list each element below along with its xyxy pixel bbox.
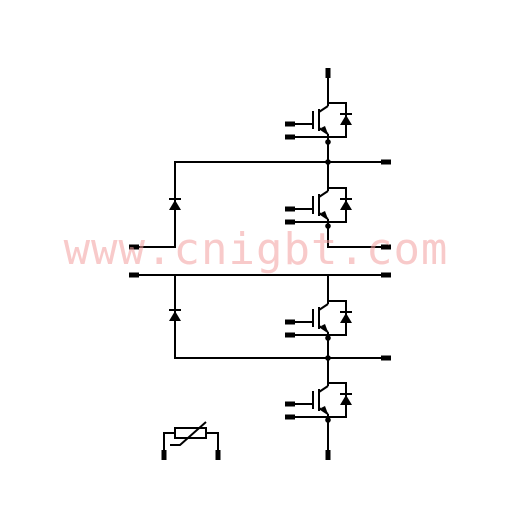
terminal-pin	[325, 68, 331, 78]
emitter-line	[318, 212, 329, 220]
junction-dot	[325, 159, 331, 165]
terminal-pin	[381, 272, 391, 278]
terminal-pin	[325, 450, 331, 460]
freewheel-diode	[340, 115, 352, 125]
emitter-line	[318, 407, 329, 415]
terminal-pin	[161, 450, 167, 460]
terminal-pin	[129, 244, 139, 250]
terminal-pin	[381, 355, 391, 361]
emitter-line	[318, 127, 329, 135]
emitter-arrow	[321, 126, 328, 134]
junction-dot	[325, 139, 331, 145]
terminal-pin	[381, 244, 391, 250]
input-diode	[169, 198, 181, 210]
freewheel-diode	[340, 313, 352, 323]
terminal-pin	[381, 159, 391, 165]
junction-dot	[325, 223, 331, 229]
ntc-thermistor	[170, 421, 207, 446]
diode-triangle	[169, 200, 181, 210]
collector-line	[318, 303, 329, 311]
freewheel-diode	[340, 395, 352, 405]
collector-line	[318, 105, 329, 113]
emitter-line	[318, 325, 329, 333]
junction-dot	[325, 355, 331, 361]
components	[169, 100, 352, 446]
igbt-switch	[290, 380, 352, 420]
wire	[205, 432, 219, 454]
thermistor-slash	[170, 421, 207, 446]
collector-line	[318, 190, 329, 198]
freewheel-diode	[340, 200, 352, 210]
emitter-arrow	[321, 211, 328, 219]
terminals	[129, 68, 391, 460]
emitter-arrow	[321, 406, 328, 414]
wiring	[133, 72, 387, 456]
terminal-pin	[215, 450, 221, 460]
igbt-switch	[290, 298, 352, 338]
igbt-switch	[290, 185, 352, 225]
junction-dots	[325, 139, 331, 423]
thermistor-body	[174, 427, 207, 439]
igbt-switch	[290, 100, 352, 140]
diode-triangle	[169, 311, 181, 321]
collector-line	[318, 385, 329, 393]
emitter-arrow	[321, 324, 328, 332]
terminal-pin	[129, 272, 139, 278]
wire	[163, 432, 176, 454]
input-diode	[169, 309, 181, 321]
